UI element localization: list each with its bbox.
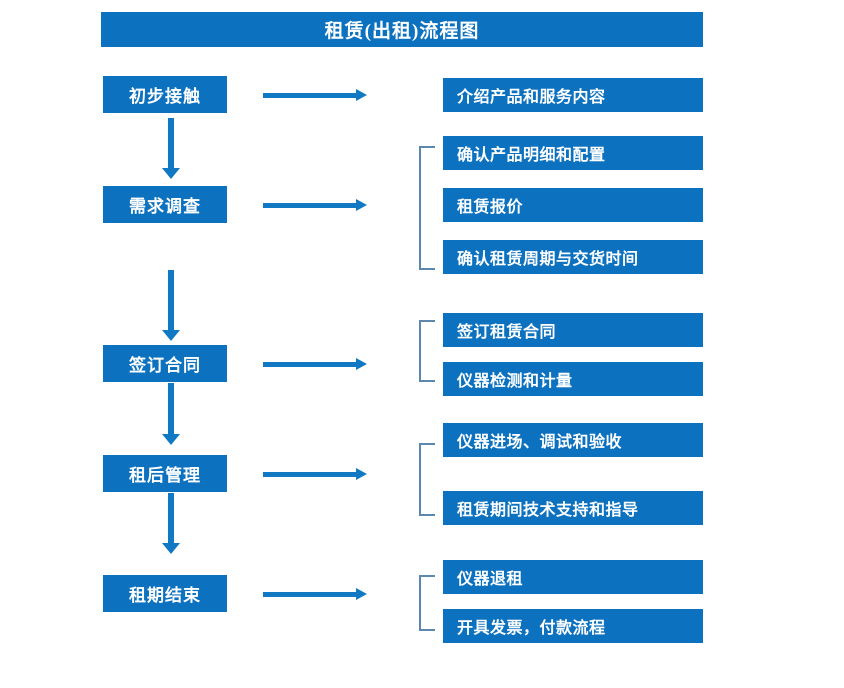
arrow-head: [356, 89, 367, 101]
arrow-shaft: [168, 383, 174, 434]
bracket-spine: [419, 146, 421, 270]
stage-box-2[interactable]: 需求调查: [103, 186, 227, 223]
bracket-hook-top: [419, 146, 435, 148]
detail-box-2-2[interactable]: 租赁报价: [443, 188, 703, 222]
bracket-spine: [419, 443, 421, 516]
arrow-head: [162, 434, 180, 445]
flow-arrow-right-4: [263, 467, 367, 481]
flow-arrow-right-3: [263, 357, 367, 371]
arrow-head: [356, 468, 367, 480]
arrow-head: [162, 168, 180, 179]
arrow-head: [356, 358, 367, 370]
bracket-hook-top: [419, 575, 435, 577]
stage-box-3[interactable]: 签订合同: [103, 345, 227, 382]
stage-box-1[interactable]: 初步接触: [103, 76, 227, 113]
bracket-connector-3: [419, 320, 443, 382]
bracket-connector-2: [419, 146, 443, 270]
arrow-head: [356, 588, 367, 600]
bracket-hook-bottom: [419, 380, 435, 382]
stage-box-5[interactable]: 租期结束: [103, 575, 227, 612]
arrow-shaft: [168, 118, 174, 168]
arrow-shaft: [263, 203, 357, 208]
detail-box-3-1[interactable]: 签订租赁合同: [443, 313, 703, 347]
bracket-hook-top: [419, 320, 435, 322]
bracket-connector-5: [419, 575, 443, 631]
diagram-title: 租赁(出租)流程图: [101, 12, 703, 47]
flow-arrow-down-2: [161, 270, 181, 342]
arrow-shaft: [263, 472, 357, 477]
bracket-spine: [419, 320, 421, 382]
arrow-head: [162, 543, 180, 554]
detail-box-5-2[interactable]: 开具发票，付款流程: [443, 609, 703, 643]
flow-arrow-right-2: [263, 198, 367, 212]
arrow-shaft: [263, 362, 357, 367]
bracket-hook-bottom: [419, 629, 435, 631]
bracket-hook-bottom: [419, 514, 435, 516]
arrow-shaft: [168, 270, 174, 330]
bracket-spine: [419, 575, 421, 631]
flow-arrow-right-1: [263, 88, 367, 102]
stage-box-4[interactable]: 租后管理: [103, 455, 227, 492]
detail-box-3-2[interactable]: 仪器检测和计量: [443, 362, 703, 396]
detail-box-5-1[interactable]: 仪器退租: [443, 560, 703, 594]
detail-box-2-1[interactable]: 确认产品明细和配置: [443, 136, 703, 170]
arrow-head: [162, 330, 180, 341]
arrow-head: [356, 199, 367, 211]
flow-arrow-down-3: [161, 383, 181, 446]
detail-box-1-1[interactable]: 介绍产品和服务内容: [443, 78, 703, 112]
flow-arrow-down-4: [161, 493, 181, 555]
detail-box-2-3[interactable]: 确认租赁周期与交货时间: [443, 240, 703, 274]
flow-arrow-down-1: [161, 118, 181, 180]
arrow-shaft: [263, 592, 357, 597]
bracket-hook-bottom: [419, 268, 435, 270]
arrow-shaft: [263, 93, 357, 98]
detail-box-4-1[interactable]: 仪器进场、调试和验收: [443, 423, 703, 457]
arrow-shaft: [168, 493, 174, 543]
bracket-connector-4: [419, 443, 443, 516]
detail-box-4-2[interactable]: 租赁期间技术支持和指导: [443, 491, 703, 525]
bracket-hook-top: [419, 443, 435, 445]
flow-arrow-right-5: [263, 587, 367, 601]
